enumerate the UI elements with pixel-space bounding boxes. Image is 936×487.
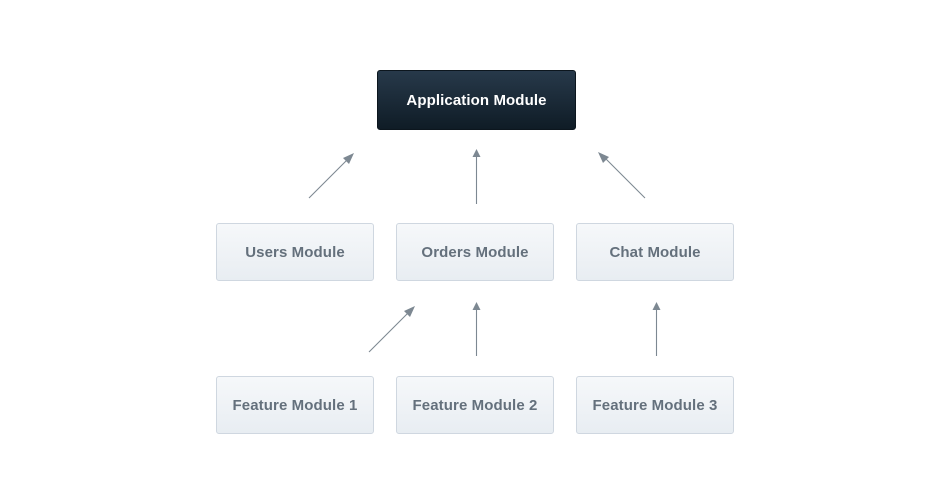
arrow-users-to-application [308,153,354,199]
users-module-box: Users Module [216,223,374,281]
chat-module-box: Chat Module [576,223,734,281]
feature-module-2-box: Feature Module 2 [396,376,554,434]
arrow-feature3-to-chat [652,302,661,356]
orders-module-label: Orders Module [421,243,529,261]
feature-module-3-box: Feature Module 3 [576,376,734,434]
chat-module-label: Chat Module [609,243,701,261]
feature-module-1-label: Feature Module 1 [232,396,358,414]
feature-module-3-label: Feature Module 3 [592,396,718,414]
application-module-box: Application Module [377,70,576,130]
arrow-chat-to-application [598,152,646,199]
feature-module-2-label: Feature Module 2 [412,396,538,414]
orders-module-box: Orders Module [396,223,554,281]
arrow-orders-to-application [472,149,481,204]
arrow-feature2-to-orders [472,302,481,356]
feature-module-1-box: Feature Module 1 [216,376,374,434]
application-module-label: Application Module [406,91,547,109]
arrow-feature1-to-orders [368,306,415,353]
users-module-label: Users Module [245,243,345,261]
